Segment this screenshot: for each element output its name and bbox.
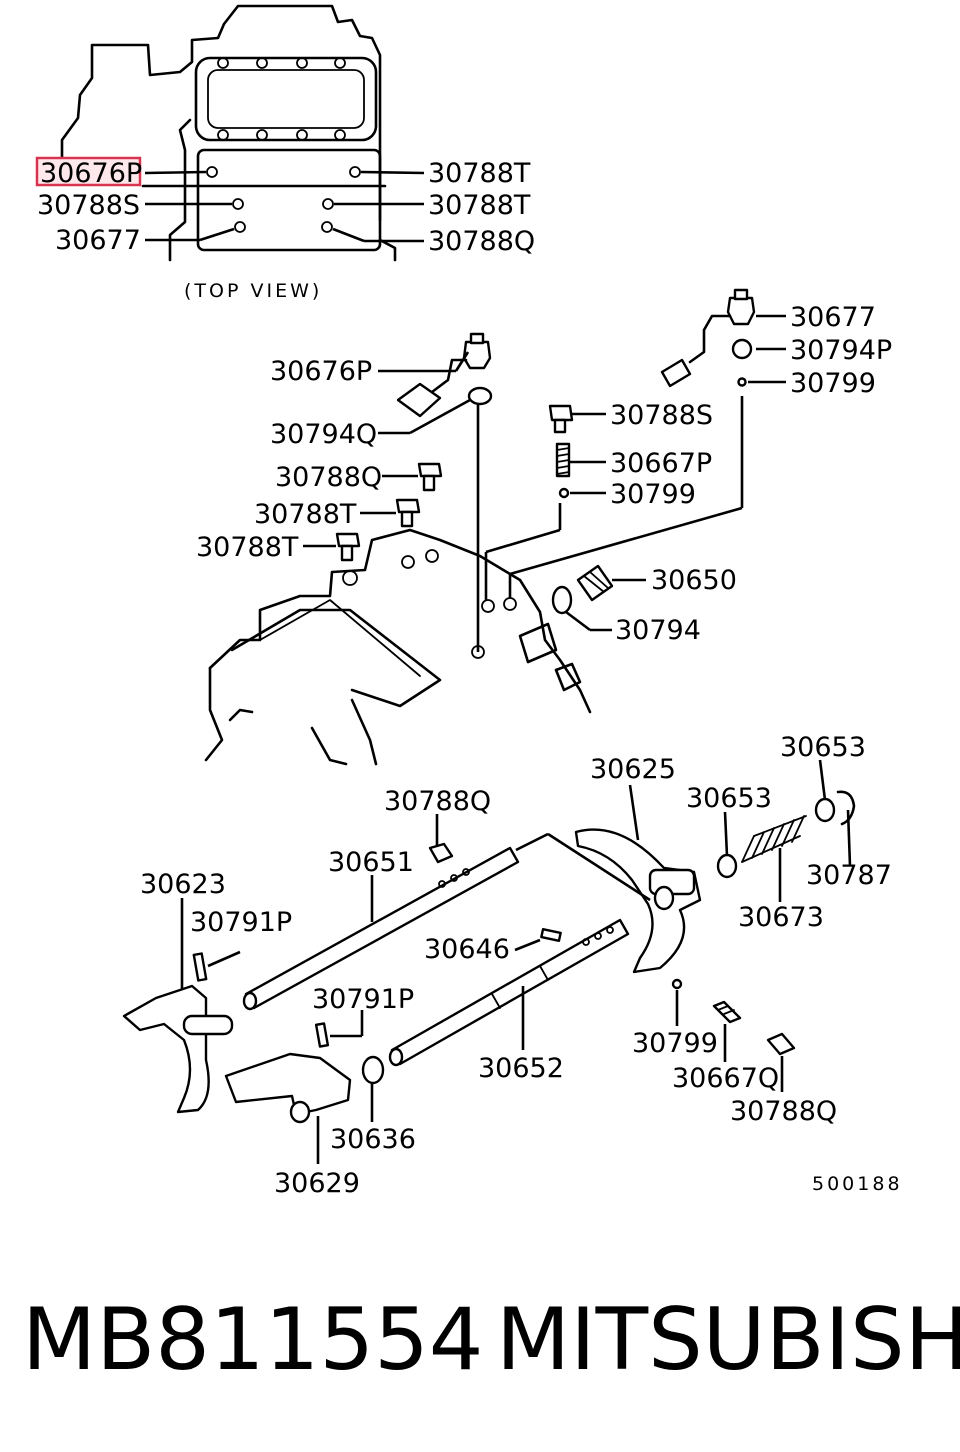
part-number: MB811554 [22, 1290, 484, 1390]
label-b-30788Q-1: 30788Q [384, 786, 491, 817]
label-b-30667Q: 30667Q [672, 1063, 779, 1094]
footer: MB811554 MITSUBISHI [18, 1290, 960, 1400]
switch-30677 [660, 288, 756, 388]
shift-fork-30623 [122, 952, 234, 1114]
label-b-30651: 30651 [328, 847, 414, 878]
label-m-30667P: 30667P [610, 448, 712, 479]
label-b-30625: 30625 [590, 754, 676, 785]
label-m-30676P: 30676P [270, 356, 372, 387]
label-b-30791P-1: 30791P [190, 907, 292, 938]
label-m-30788S: 30788S [610, 400, 713, 431]
shaft-30651 [242, 846, 520, 1011]
label-m-30794: 30794 [615, 615, 701, 646]
label-top-30788T-2: 30788T [428, 190, 531, 221]
label-b-30646: 30646 [424, 934, 510, 965]
label-b-30653-2: 30653 [686, 783, 772, 814]
label-m-30788Q: 30788Q [275, 462, 382, 493]
label-b-30787: 30787 [806, 860, 892, 891]
transmission-case [204, 528, 592, 766]
switch-30676P [396, 332, 493, 418]
label-r-30794P: 30794P [790, 335, 892, 366]
label-m-30788T-2: 30788T [196, 532, 299, 563]
top-view-holes [206, 166, 361, 233]
label-top-30788T-1: 30788T [428, 158, 531, 189]
label-b-30788Q-2: 30788Q [730, 1096, 837, 1127]
figure-code: 500188 [812, 1173, 903, 1195]
label-b-30799: 30799 [632, 1028, 718, 1059]
brand-name: MITSUBISHI [496, 1290, 960, 1390]
plug-30650 [551, 564, 614, 615]
label-b-30636: 30636 [330, 1124, 416, 1155]
label-b-30629: 30629 [274, 1168, 360, 1199]
small-parts-bottom [428, 842, 796, 1056]
label-b-30653-1: 30653 [780, 732, 866, 763]
label-r-30677: 30677 [790, 302, 876, 333]
label-top-30677: 30677 [55, 225, 141, 256]
top-view-housing [60, 4, 397, 262]
top-view-leaders [144, 170, 425, 243]
highlight-box [35, 156, 142, 187]
bottom-leaders [180, 759, 852, 1164]
label-b-30623: 30623 [140, 869, 226, 900]
label-m-30794Q: 30794Q [270, 419, 377, 450]
shaft-30652 [388, 918, 630, 1067]
label-b-30652: 30652 [478, 1053, 564, 1084]
plugs-and-springs [335, 404, 574, 562]
middle-leaders [303, 314, 786, 652]
label-top-30788S: 30788S [37, 190, 140, 221]
label-m-30650: 30650 [651, 565, 737, 596]
shift-fork-30625 [574, 828, 702, 974]
shift-lug-30629 [224, 1022, 385, 1124]
label-b-30673: 30673 [738, 902, 824, 933]
label-top-30676P: 30676P [40, 158, 142, 189]
label-top-30788Q: 30788Q [428, 226, 535, 257]
label-r-30799: 30799 [790, 368, 876, 399]
label-m-30799: 30799 [610, 479, 696, 510]
label-m-30788T-1: 30788T [254, 499, 357, 530]
label-b-30791P-2: 30791P [312, 984, 414, 1015]
top-view-caption: (TOP VIEW) [184, 280, 322, 302]
